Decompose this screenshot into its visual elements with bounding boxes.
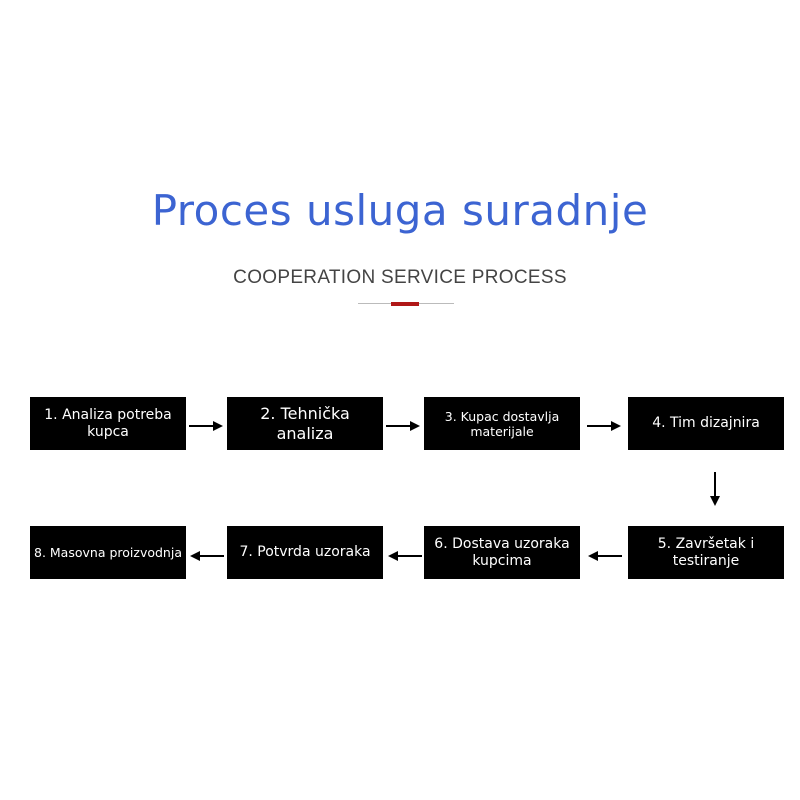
arrow-right-icon [386, 421, 420, 431]
arrow-down-icon [710, 472, 720, 506]
step-5-label: 5. Završetak i testiranje [657, 535, 755, 569]
arrow-left-icon [388, 551, 422, 561]
arrow-left-icon [588, 551, 622, 561]
arrow-left-icon [190, 551, 224, 561]
step-3-box: 3. Kupac dostavlja materijale [424, 397, 580, 450]
step-7-box: 7. Potvrda uzoraka [227, 526, 383, 579]
step-1-label: 1. Analiza potreba kupca [44, 406, 172, 440]
step-5-box: 5. Završetak i testiranje [628, 526, 784, 579]
step-3-label: 3. Kupac dostavlja materijale [444, 408, 560, 439]
step-4-label: 4. Tim dizajnira [652, 415, 760, 432]
step-4-box: 4. Tim dizajnira [628, 397, 784, 450]
step-7-label: 7. Potvrda uzoraka [239, 544, 371, 561]
step-8-label: 8. Masovna proizvodnja [34, 545, 182, 560]
step-6-box: 6. Dostava uzoraka kupcima [424, 526, 580, 579]
step-2-box: 2. Tehnička analiza [227, 397, 383, 450]
arrow-right-icon [189, 421, 223, 431]
step-8-box: 8. Masovna proizvodnja [30, 526, 186, 579]
page-title: Proces usluga suradnje [151, 186, 649, 235]
step-2-label: 2. Tehnička analiza [260, 404, 350, 443]
page-subtitle: COOPERATION SERVICE PROCESS [233, 267, 567, 288]
title-divider-accent [391, 302, 419, 306]
arrow-right-icon [587, 421, 621, 431]
step-6-label: 6. Dostava uzoraka kupcima [434, 535, 570, 569]
step-1-box: 1. Analiza potreba kupca [30, 397, 186, 450]
